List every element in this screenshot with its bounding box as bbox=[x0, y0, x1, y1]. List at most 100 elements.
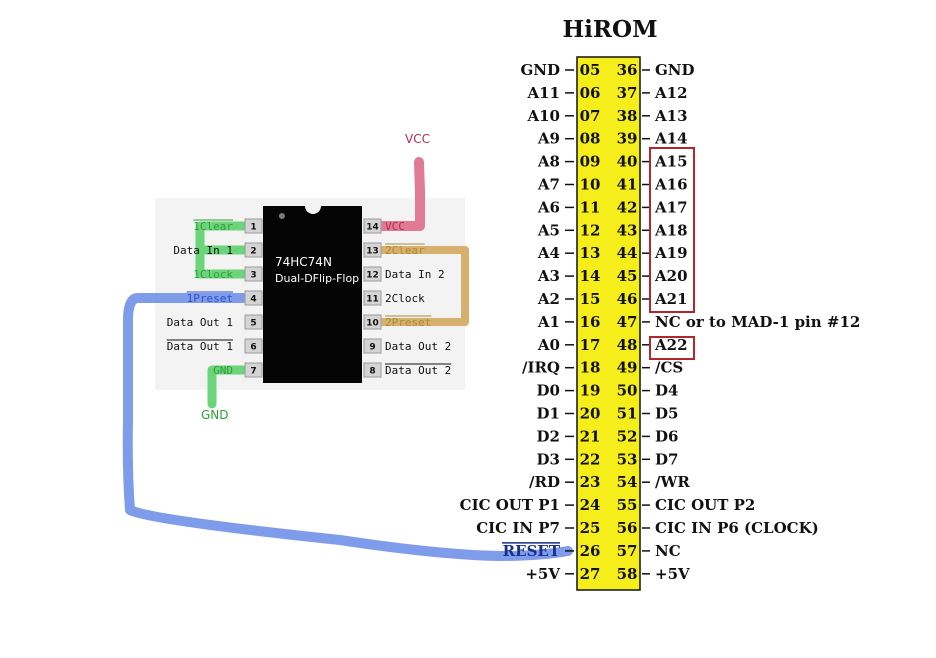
rom-pin-54: 54 bbox=[617, 473, 638, 491]
rom-left-label-14: A3 bbox=[537, 267, 560, 285]
rom-right-label-41: A16 bbox=[654, 176, 688, 194]
rom-pin-12: 12 bbox=[580, 221, 601, 239]
chip-pin-12 bbox=[363, 266, 382, 282]
rom-pin-51: 51 bbox=[617, 405, 638, 423]
rom-right-label-58: +5V bbox=[655, 565, 690, 583]
rom-right-label-46: A21 bbox=[654, 290, 688, 308]
rom-title: HiROM bbox=[562, 16, 657, 43]
rom-left-label-10: A7 bbox=[537, 176, 560, 194]
chip-pin-label-9: Data Out 2 bbox=[385, 340, 451, 353]
rom-right-label-42: A17 bbox=[654, 198, 688, 216]
rom-pin-43: 43 bbox=[617, 221, 638, 239]
rom-left-label-22: D3 bbox=[537, 450, 560, 468]
rom-pin-45: 45 bbox=[617, 267, 638, 285]
chip-pin-number-4: 4 bbox=[250, 295, 256, 305]
rom-pin-25: 25 bbox=[580, 519, 601, 537]
chip-pin-number-10: 10 bbox=[366, 319, 379, 329]
chip-pin-label-13: 2Clear bbox=[385, 244, 425, 257]
rom-left-label-15: A2 bbox=[537, 290, 560, 308]
chip-pin-5 bbox=[244, 314, 263, 330]
rom-left-label-25: CIC IN P7 bbox=[476, 519, 560, 537]
rom-pin-21: 21 bbox=[580, 427, 601, 445]
rom-left-label-18: /IRQ bbox=[522, 359, 560, 377]
rom-left-label-07: A10 bbox=[526, 107, 560, 125]
chip-pin-number-5: 5 bbox=[250, 319, 256, 329]
chip-pin-4 bbox=[244, 290, 263, 306]
chip-pin-8 bbox=[363, 362, 382, 378]
wire-vcc bbox=[378, 157, 425, 231]
rom-highlight-a22 bbox=[649, 336, 695, 360]
rom-pin-37: 37 bbox=[617, 84, 638, 102]
chip-pin-11 bbox=[363, 290, 382, 306]
rom-pin-24: 24 bbox=[580, 496, 601, 514]
rom-pin-07: 07 bbox=[580, 107, 601, 125]
rom-pin-22: 22 bbox=[580, 450, 601, 468]
chip-pin-number-7: 7 bbox=[250, 367, 256, 377]
chip-pin-number-11: 11 bbox=[366, 295, 379, 305]
rom-pin-13: 13 bbox=[580, 244, 601, 262]
rom-pin-41: 41 bbox=[617, 176, 638, 194]
chip-pin-10 bbox=[363, 314, 382, 330]
rom-pin-55: 55 bbox=[617, 496, 638, 514]
rom-right-label-48: A22 bbox=[654, 336, 688, 354]
chip-pin-label-12: Data In 2 bbox=[385, 268, 445, 281]
rom-left-label-09: A8 bbox=[537, 153, 560, 171]
rom-right-label-57: NC bbox=[655, 542, 681, 560]
chip-pin-number-2: 2 bbox=[250, 247, 256, 257]
rom-pin-49: 49 bbox=[617, 359, 638, 377]
rom-pin-18: 18 bbox=[580, 359, 601, 377]
rom-pin-39: 39 bbox=[617, 130, 638, 148]
rom-pin-36: 36 bbox=[617, 61, 638, 79]
rom-left-label-12: A5 bbox=[537, 221, 560, 239]
chip-pin-1 bbox=[244, 218, 263, 234]
chip-pin-2 bbox=[244, 242, 263, 258]
rom-left-label-19: D0 bbox=[537, 382, 560, 400]
rom-left-label-05: GND bbox=[520, 61, 560, 79]
chip-pin-label-10: 2Preset bbox=[385, 316, 431, 329]
rom-left-label-06: A11 bbox=[526, 84, 560, 102]
rom-right-label-43: A18 bbox=[654, 221, 688, 239]
rom-pin-06: 06 bbox=[580, 84, 601, 102]
chip-part-number: 74HC74N bbox=[275, 255, 332, 269]
chip-pin-number-1: 1 bbox=[250, 223, 256, 233]
rom-pin-46: 46 bbox=[617, 290, 638, 308]
chip-pin-14 bbox=[363, 218, 382, 234]
rom-pin-56: 56 bbox=[617, 519, 638, 537]
chip-pin-label-1: 1Clear bbox=[193, 220, 233, 233]
rom-pin-53: 53 bbox=[617, 450, 638, 468]
chip-body bbox=[263, 206, 362, 383]
rom-right-label-52: D6 bbox=[655, 427, 678, 445]
chip-pin-number-14: 14 bbox=[366, 223, 379, 233]
rom-pin-58: 58 bbox=[617, 565, 638, 583]
rom-pin-44: 44 bbox=[617, 244, 638, 262]
rom-left-label-26: RESET bbox=[503, 542, 561, 560]
rom-right-label-51: D5 bbox=[655, 405, 678, 423]
rom-pin-09: 09 bbox=[580, 153, 601, 171]
chip-pin-label-3: 1Clock bbox=[193, 268, 233, 281]
rom-left-label-17: A0 bbox=[537, 336, 560, 354]
rom-pin-40: 40 bbox=[617, 153, 638, 171]
rom-right-label-37: A12 bbox=[654, 84, 688, 102]
wire-1clear-datain1-1clock bbox=[195, 221, 248, 279]
rom-right-label-40: A15 bbox=[654, 153, 688, 171]
rom-right-label-39: A14 bbox=[654, 130, 688, 148]
rom-pin-47: 47 bbox=[617, 313, 638, 331]
rom-left-label-11: A6 bbox=[537, 198, 560, 216]
rom-pin-23: 23 bbox=[580, 473, 601, 491]
rom-pin-26: 26 bbox=[580, 542, 601, 560]
chip-notch bbox=[305, 206, 321, 214]
rom-right-label-38: A13 bbox=[654, 107, 688, 125]
rom-left-label-20: D1 bbox=[537, 405, 560, 423]
rom-right-label-55: CIC OUT P2 bbox=[655, 496, 755, 514]
chip-pin-number-12: 12 bbox=[366, 271, 379, 281]
chip-pin-13 bbox=[363, 242, 382, 258]
rom-right-label-49: /CS bbox=[655, 359, 683, 377]
rom-right-label-54: /WR bbox=[655, 473, 690, 491]
chip-pin-number-3: 3 bbox=[250, 271, 256, 281]
rom-right-label-44: A19 bbox=[654, 244, 688, 262]
chip-pin-label-14: VCC bbox=[385, 220, 405, 233]
rom-right-label-47: NC or to MAD-1 pin #12 bbox=[655, 313, 860, 331]
net-vcc-label: VCC bbox=[405, 132, 430, 146]
